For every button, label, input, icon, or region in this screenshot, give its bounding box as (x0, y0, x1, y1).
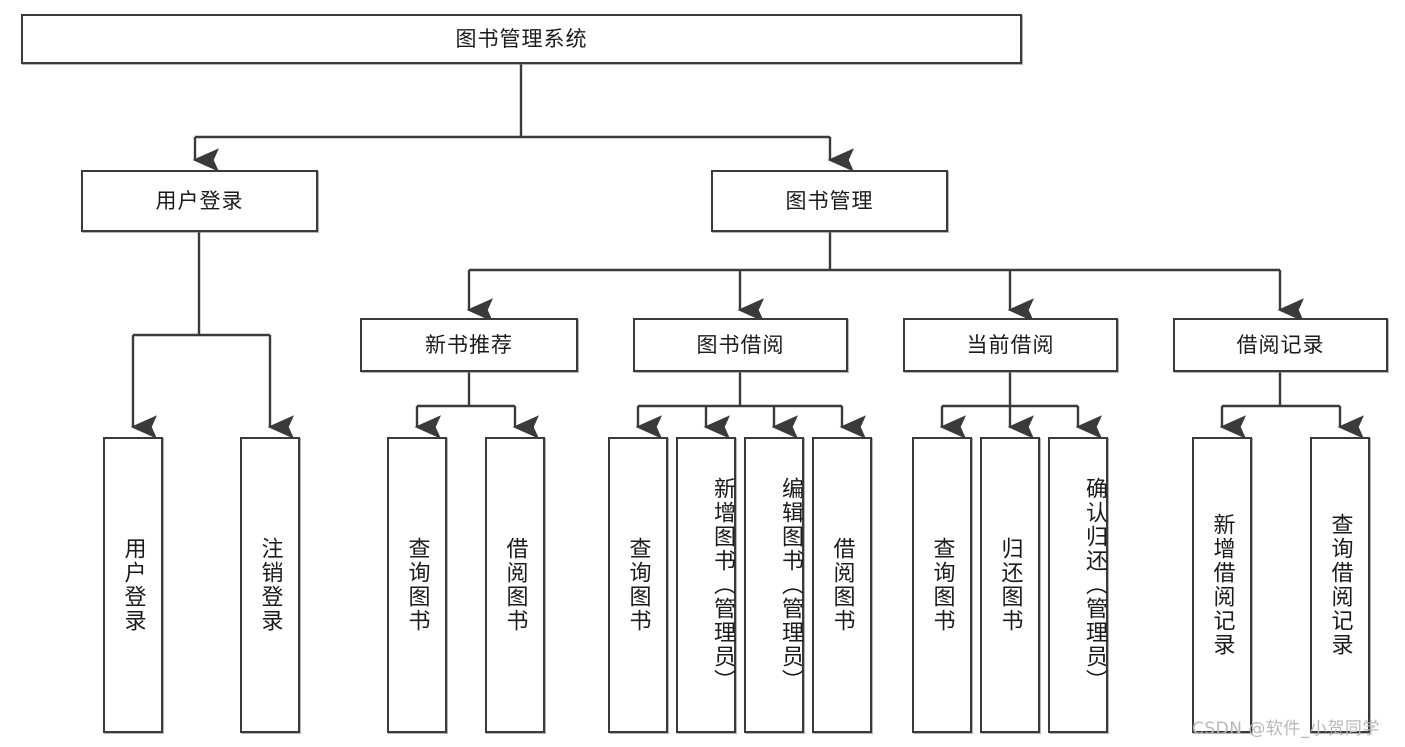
node-root[interactable]: 图书管理系统 (21, 14, 1022, 64)
node-book-borrow-label: 图书借阅 (696, 332, 785, 357)
node-new-book-recommend[interactable]: 新书推荐 (360, 318, 578, 372)
leaf-current-borrow-3-label: 确认归还（管理员） (1082, 477, 1107, 693)
leaf-new-book-1-label: 查询图书 (404, 537, 430, 633)
leaf-user-login-1[interactable]: 用户登录 (103, 437, 163, 733)
leaf-borrow-record-2-label: 查询借阅记录 (1327, 513, 1353, 657)
node-user-login[interactable]: 用户登录 (81, 170, 318, 232)
node-borrow-record-label: 借阅记录 (1236, 332, 1325, 357)
node-book-management-label: 图书管理 (785, 188, 874, 213)
node-current-borrow[interactable]: 当前借阅 (903, 318, 1118, 372)
leaf-user-login-2-label: 注销登录 (257, 537, 283, 633)
leaf-book-borrow-3[interactable]: 编辑图书（管理员） (744, 437, 804, 733)
leaf-current-borrow-1-label: 查询图书 (929, 537, 955, 633)
leaf-current-borrow-2[interactable]: 归还图书 (980, 437, 1040, 733)
node-current-borrow-label: 当前借阅 (966, 332, 1055, 357)
leaf-book-borrow-2[interactable]: 新增图书（管理员） (676, 437, 736, 733)
node-new-book-recommend-label: 新书推荐 (425, 332, 513, 357)
leaf-book-borrow-3-label: 编辑图书（管理员） (778, 477, 803, 693)
leaf-book-borrow-1[interactable]: 查询图书 (608, 437, 668, 733)
leaf-new-book-1[interactable]: 查询图书 (387, 437, 447, 733)
node-root-label: 图书管理系统 (455, 26, 588, 51)
leaf-borrow-record-1-label: 新增借阅记录 (1209, 513, 1235, 657)
leaf-user-login-2[interactable]: 注销登录 (240, 437, 300, 733)
node-book-management[interactable]: 图书管理 (711, 170, 948, 232)
leaf-book-borrow-2-label: 新增图书（管理员） (710, 477, 735, 693)
leaf-current-borrow-2-label: 归还图书 (997, 537, 1023, 633)
leaf-borrow-record-2[interactable]: 查询借阅记录 (1310, 437, 1370, 733)
leaf-book-borrow-4[interactable]: 借阅图书 (812, 437, 872, 733)
node-book-borrow[interactable]: 图书借阅 (633, 318, 848, 372)
node-user-login-label: 用户登录 (155, 188, 244, 213)
leaf-new-book-2-label: 借阅图书 (502, 537, 528, 633)
leaf-book-borrow-1-label: 查询图书 (625, 537, 651, 633)
leaf-borrow-record-1[interactable]: 新增借阅记录 (1192, 437, 1252, 733)
leaf-book-borrow-4-label: 借阅图书 (829, 537, 855, 633)
node-borrow-record[interactable]: 借阅记录 (1173, 318, 1388, 372)
leaf-new-book-2[interactable]: 借阅图书 (485, 437, 545, 733)
watermark: CSDN @软件_小贺同学 (1192, 719, 1380, 739)
leaf-current-borrow-3[interactable]: 确认归还（管理员） (1048, 437, 1108, 733)
leaf-current-borrow-1[interactable]: 查询图书 (912, 437, 972, 733)
leaf-user-login-1-label: 用户登录 (120, 537, 146, 633)
